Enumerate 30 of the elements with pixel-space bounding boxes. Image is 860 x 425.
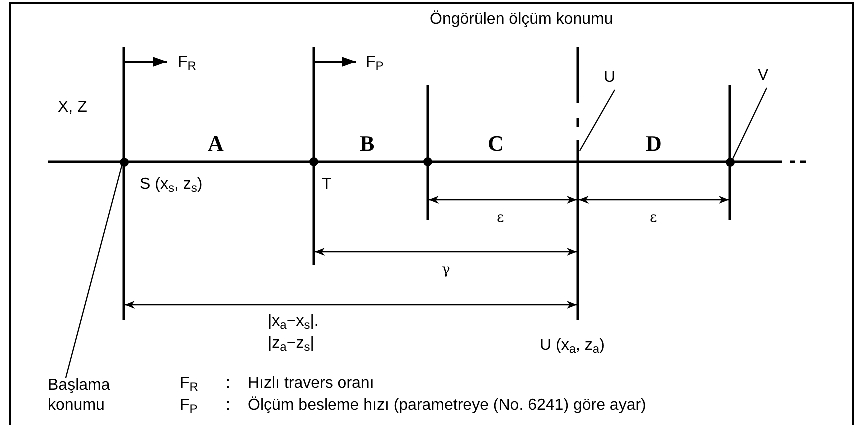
leader-line [732, 88, 768, 160]
dimension-label: γ [442, 261, 450, 280]
leader-line [65, 166, 123, 378]
separator: : [226, 396, 230, 416]
segment-label: D [646, 134, 662, 154]
segment-label: A [208, 134, 224, 154]
dimension-label: ε [497, 209, 504, 228]
title: Öngörülen ölçüm konumu [430, 10, 614, 30]
start-position-label: Başlama konumu [48, 376, 124, 416]
separator: : [226, 374, 230, 394]
point-label: U [604, 68, 618, 88]
dimension-label: |z$_{a}$−z$_{s}$| [268, 334, 314, 354]
legend-text: Hızlı travers oranı [248, 374, 374, 394]
point-label: T [322, 175, 332, 195]
legend-text: Ölçüm besleme hızı (parametreye (No. 6241) göre ayar) [248, 396, 646, 416]
dimension-label: ε [650, 209, 658, 228]
start-point [120, 158, 128, 166]
leader-line [579, 90, 616, 152]
point-label: U (x$_{a}$, z$_{a}$) [540, 336, 605, 356]
segment-label: B [360, 134, 375, 154]
legend-symbol: F$_{P}$ [180, 396, 198, 416]
axis-label: X, Z [58, 98, 88, 118]
segment-label: C [488, 134, 504, 154]
end-point [726, 158, 734, 166]
dimension-label: |x$_{a}$−x$_{s}$|. [268, 312, 319, 332]
point-label: V [758, 66, 772, 86]
force-label: F$_{R}$ [178, 53, 196, 73]
point-label: S (x$_{s}$, z$_{s}$) [140, 175, 203, 195]
legend-symbol: F$_{R}$ [180, 374, 198, 394]
force-label: F$_{P}$ [366, 53, 384, 73]
